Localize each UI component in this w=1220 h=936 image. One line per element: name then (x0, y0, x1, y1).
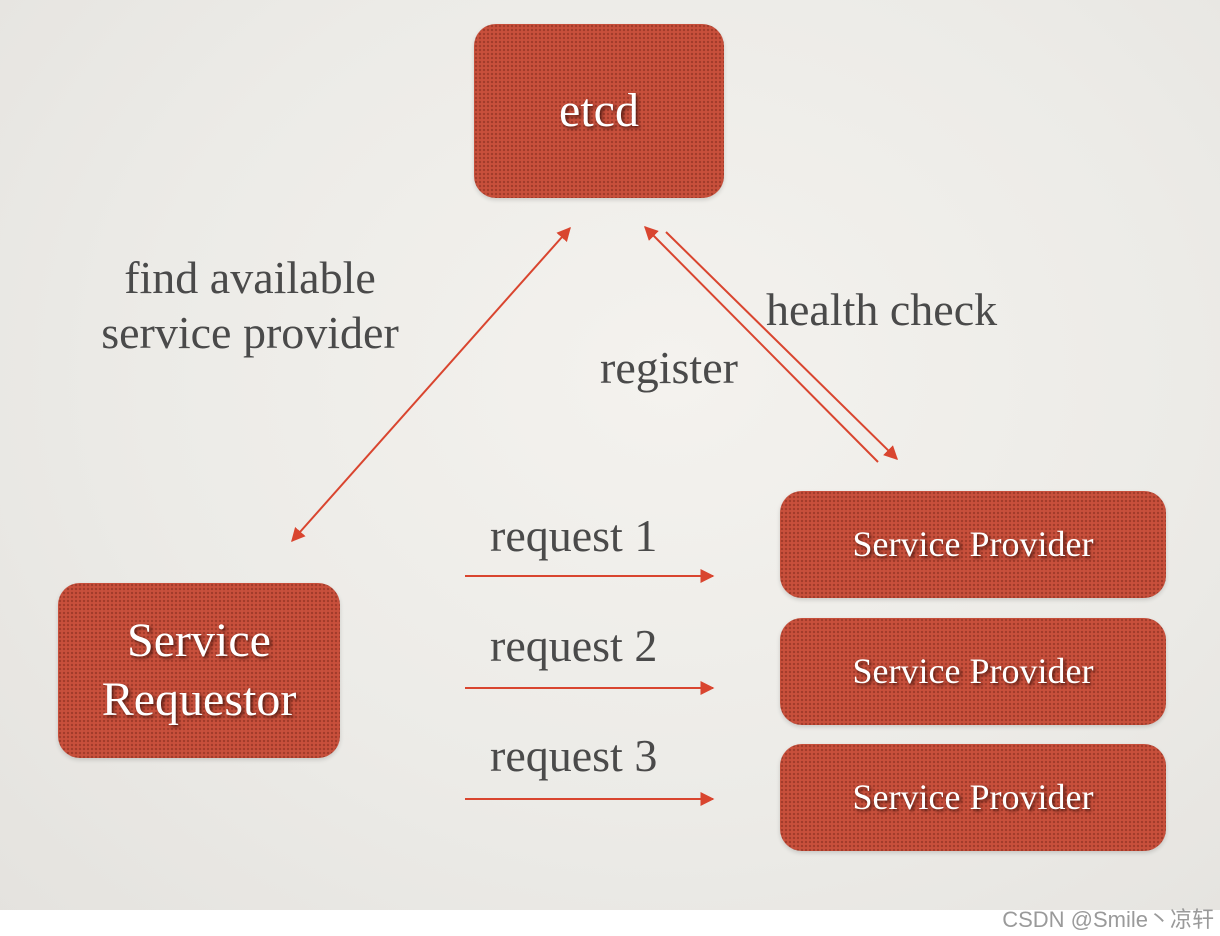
requestor-label-line2: Requestor (101, 672, 297, 726)
watermark-text: CSDN @Smile丶凉轩 (1002, 907, 1214, 932)
provider-label: Service Provider (852, 776, 1094, 817)
arrow-layer (291, 226, 898, 806)
service-provider-node-2: Service Provider (780, 618, 1166, 725)
register-arrow (644, 226, 879, 463)
service-requestor-node: Service Requestor (58, 583, 340, 758)
request-label-3: request 3 (490, 730, 658, 781)
etcd-node: etcd (474, 24, 724, 198)
etcd-node-label: etcd (559, 83, 639, 137)
provider-label: Service Provider (852, 523, 1094, 564)
find-label-line2: service provider (101, 307, 399, 359)
find-label-line1: find available (124, 252, 376, 303)
register-label: register (600, 342, 738, 393)
requestor-label-line1: Service (127, 613, 271, 667)
find-provider-label: find available service provider (70, 250, 430, 360)
health-check-label: health check (766, 284, 998, 335)
request-label-2: request 2 (490, 620, 658, 671)
service-provider-node-3: Service Provider (780, 744, 1166, 851)
health-check-arrow (665, 231, 898, 460)
footer-strip (0, 910, 1220, 936)
provider-label: Service Provider (852, 650, 1094, 691)
find-provider-arrow (291, 226, 571, 543)
request-label-1: request 1 (490, 510, 658, 561)
diagram-canvas: etcd Service Requestor Service Provider … (58, 24, 1166, 851)
service-provider-node-1: Service Provider (780, 491, 1166, 598)
